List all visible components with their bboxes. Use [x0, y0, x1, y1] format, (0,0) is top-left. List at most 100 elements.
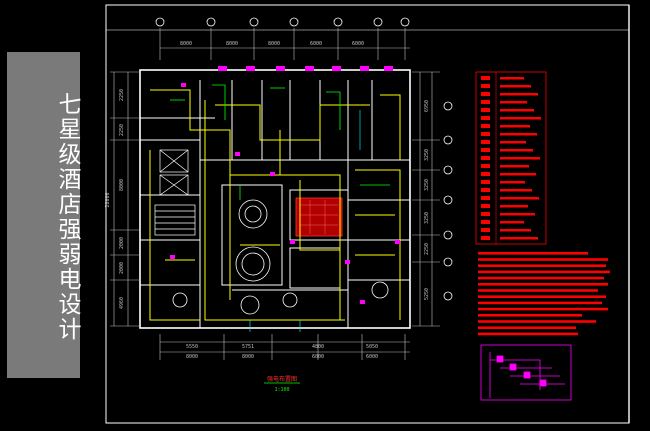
left-dim-4: 2000 [119, 237, 125, 249]
bottom-dim-1: 5550 [186, 344, 198, 350]
right-dim-6: 5250 [424, 288, 430, 300]
legend-description [500, 229, 531, 232]
legend-description [500, 205, 528, 208]
legend-description [500, 85, 531, 88]
plan-caption-scale: 1:100 [274, 387, 289, 393]
floor-plan [139, 66, 411, 332]
note-line [478, 295, 606, 298]
left-dim-1: 2250 [119, 89, 125, 101]
note-line [478, 301, 602, 305]
right-dim-4: 3250 [424, 212, 430, 224]
note-line [478, 252, 588, 255]
legend-description [500, 173, 536, 176]
legend-table [475, 71, 547, 245]
legend-symbol [481, 212, 490, 216]
legend-symbol [481, 172, 490, 176]
legend-symbol [481, 148, 490, 152]
legend-description [500, 189, 532, 192]
legend-description [500, 77, 524, 80]
right-dimension-labels: 6950 3250 3250 3250 2250 5250 [424, 100, 430, 300]
drawing-frame [105, 4, 630, 424]
legend-description [500, 197, 539, 200]
legend-symbol [481, 92, 490, 96]
note-line [478, 264, 606, 267]
legend-description [500, 133, 537, 136]
legend-symbol [481, 140, 490, 144]
legend-description [500, 93, 538, 96]
top-dim-3: 8000 [268, 41, 280, 47]
right-dimension-line [412, 71, 440, 327]
legend-description [500, 221, 524, 224]
banner-title: 七星级酒店强弱电设计 [54, 92, 80, 342]
note-line [478, 320, 596, 323]
legend-symbol [481, 188, 490, 192]
bottom-dimension-line [159, 334, 410, 360]
bottom-dim-8: 6000 [366, 354, 378, 360]
legend-symbol [481, 108, 490, 112]
right-dim-5: 2250 [424, 243, 430, 255]
note-line [478, 283, 608, 286]
note-line [478, 326, 576, 329]
legend-description [500, 109, 534, 112]
bottom-dim-6: 8000 [242, 354, 254, 360]
legend-symbol [481, 100, 490, 104]
top-dim-5: 6000 [352, 41, 364, 47]
riser-diagram [480, 344, 572, 401]
left-dim-5: 2000 [119, 262, 125, 274]
left-dimension-labels: 2250 2250 8000 2000 2000 4960 28000 [105, 89, 125, 309]
legend-symbol [481, 236, 490, 240]
top-dimension-line [159, 28, 410, 60]
plan-caption: 强电布置图 1:100 [264, 375, 300, 393]
legend-symbol [481, 84, 490, 88]
note-line [478, 258, 608, 261]
legend-description [500, 117, 541, 120]
left-dim-overall: 28000 [105, 192, 111, 207]
plan-caption-title: 强电布置图 [267, 375, 297, 383]
legend-symbol [481, 196, 490, 200]
bottom-dim-2: 5751 [242, 344, 254, 350]
legend-description [500, 181, 525, 184]
legend-description [500, 141, 526, 144]
legend-symbol [481, 228, 490, 232]
right-dim-3: 3250 [424, 179, 430, 191]
right-dim-1: 6950 [424, 100, 430, 112]
legend-description [500, 237, 538, 240]
top-dim-1: 8000 [180, 41, 192, 47]
legend-symbol [481, 156, 490, 160]
left-dim-3: 8000 [119, 179, 125, 191]
grid-markers-right [443, 101, 453, 301]
note-line [478, 314, 582, 317]
note-line [478, 270, 610, 274]
legend-symbol [481, 204, 490, 208]
legend-symbol [481, 180, 490, 184]
top-dim-2: 8000 [226, 41, 238, 47]
note-line [478, 289, 598, 292]
legend-symbol [481, 132, 490, 136]
bottom-dim-4: 5050 [366, 344, 378, 350]
legend-symbol [481, 76, 490, 80]
legend-symbol [481, 124, 490, 128]
note-line [478, 276, 604, 280]
left-dimension-line [110, 71, 140, 327]
left-dim-2: 2250 [119, 124, 125, 136]
legend-description [500, 165, 529, 168]
bottom-dim-3: 4800 [312, 344, 324, 350]
bottom-dimension-labels: 5550 5751 4800 5050 8000 8000 6000 6000 [186, 344, 378, 360]
note-line [478, 307, 608, 311]
legend-symbol [481, 116, 490, 120]
legend-description [500, 125, 530, 128]
grid-markers-top [155, 17, 410, 27]
right-dim-2: 3250 [424, 149, 430, 161]
top-dimension-labels: 8000 8000 8000 6000 6000 [180, 41, 364, 47]
note-line [478, 332, 578, 336]
side-banner: 七星级酒店强弱电设计 [7, 52, 80, 378]
design-notes [478, 252, 610, 336]
bottom-dim-5: 8000 [186, 354, 198, 360]
legend-description [500, 213, 535, 216]
legend-description [500, 157, 540, 160]
left-dim-6: 4960 [119, 297, 125, 309]
legend-symbol [481, 164, 490, 168]
legend-description [500, 101, 527, 104]
legend-description [500, 149, 533, 152]
